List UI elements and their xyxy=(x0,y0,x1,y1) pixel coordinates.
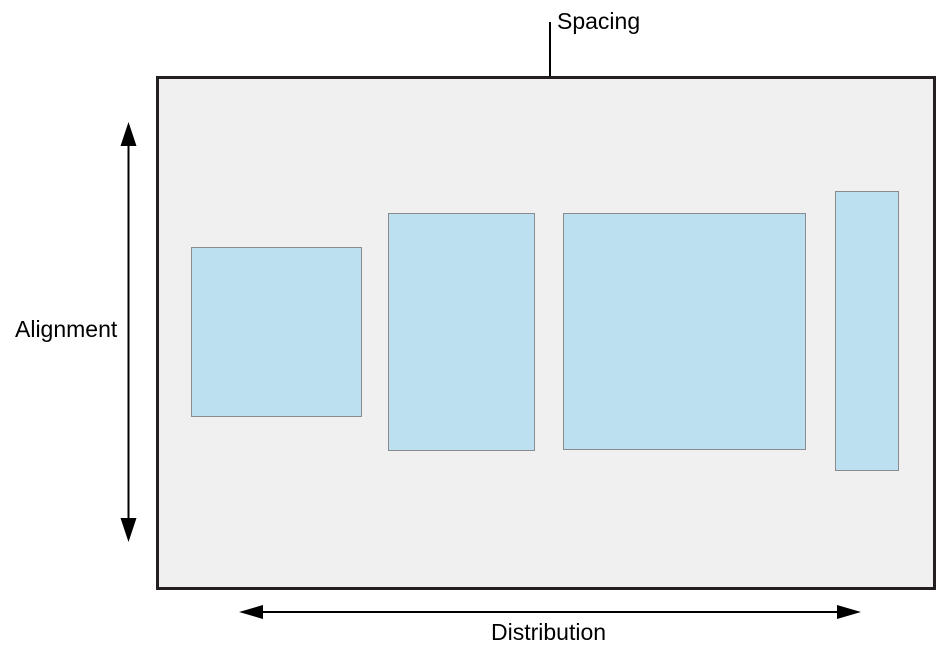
ui-element-box-2 xyxy=(388,213,535,451)
design-surface-panel xyxy=(156,76,936,590)
distribution-arrowhead-left-icon xyxy=(239,605,263,619)
alignment-arrowhead-up-icon xyxy=(120,122,137,146)
distribution-label: Distribution xyxy=(491,619,607,645)
spacing-label: Spacing xyxy=(557,8,641,34)
alignment-arrowhead-down-icon xyxy=(120,518,137,542)
alignment-vertical-arrow xyxy=(120,122,137,542)
alignment-label: Alignment xyxy=(15,316,118,342)
ui-element-box-1 xyxy=(191,247,362,417)
distribution-arrowhead-right-icon xyxy=(837,605,861,619)
distribution-horizontal-arrow xyxy=(239,605,861,619)
ui-element-box-3 xyxy=(563,213,806,450)
ui-element-box-4 xyxy=(835,191,899,471)
